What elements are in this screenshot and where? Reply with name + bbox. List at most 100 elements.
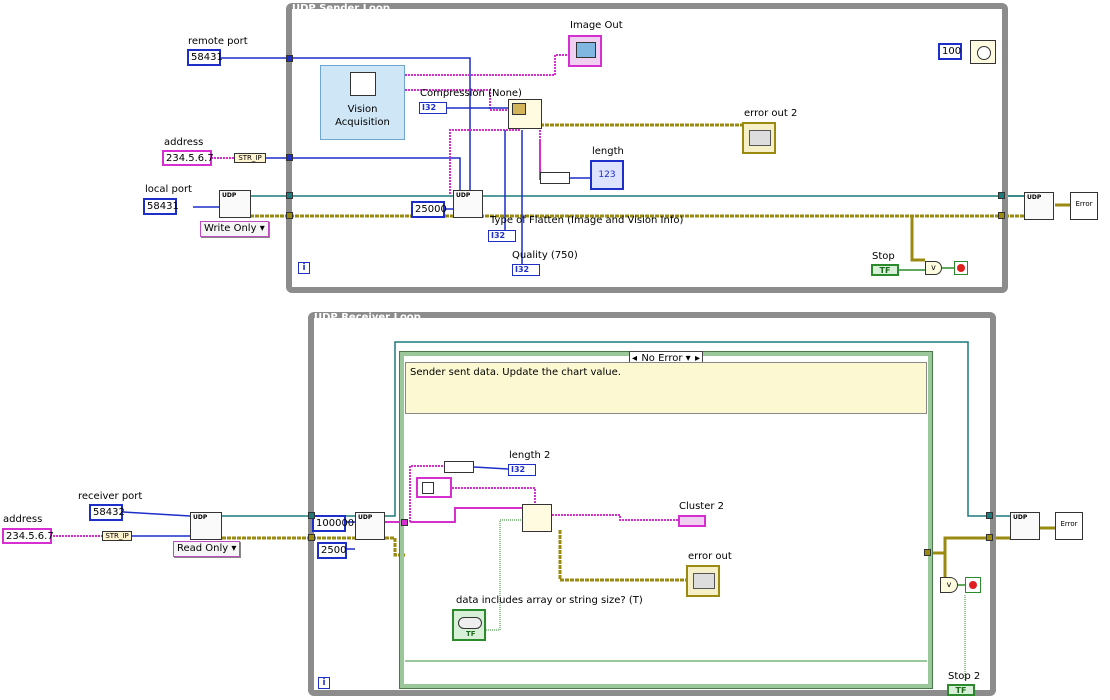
image-out-indicator[interactable] [568,35,602,67]
length2-indicator[interactable]: I32 [508,464,536,476]
receiver-stop-label: Stop 2 [948,671,981,682]
dropdown-arrow-icon: ▾ [231,543,237,554]
case-right-arrow-icon[interactable]: ▸ [694,353,700,364]
type-of-flatten-constant[interactable]: I32 [488,230,516,242]
clock-icon [977,46,991,60]
array-size-tf-text: TF [466,630,476,638]
udp-read-icon: UDP [358,514,373,521]
udp-read-node[interactable]: UDP [355,512,385,540]
sender-str-to-ip-node[interactable]: STR_IP [234,153,266,163]
vision-label-line2: Acquisition [335,117,390,128]
sender-tunnel-error-out [998,212,1005,219]
receiver-or-node[interactable]: v [940,577,958,593]
string-length-node[interactable] [540,172,570,184]
receiver-port-label: receiver port [78,491,143,502]
dropdown-arrow-icon: ▾ [259,223,265,234]
array-size-boolean-control[interactable]: TF [452,609,486,641]
receiver-simple-error-handler[interactable]: Error [1055,512,1083,540]
udp-write-icon: UDP [456,192,471,199]
type-cluster-constant[interactable] [416,477,452,498]
case-comment: Sender sent data. Update the chart value… [405,362,927,414]
sender-error-handler-text: Error [1075,200,1093,208]
receiver-stop-button[interactable]: TF [947,684,975,696]
sender-or-node[interactable]: v [925,261,942,275]
receiver-str-ip-text: STR_IP [105,532,129,540]
sender-loop-title: UDP Sender Loop [292,3,390,14]
length-indicator[interactable]: 123 [590,160,624,190]
write-mode-ring[interactable]: Write Only ▾ [200,221,269,237]
error-out-2-indicator[interactable] [742,122,776,154]
error-out-2-label: error out 2 [744,108,798,119]
cluster2-indicator[interactable] [678,515,706,527]
image-out-label: Image Out [570,20,623,31]
compression-label: Compression (None) [420,88,522,99]
local-port-control[interactable]: 58431 [143,198,179,215]
receiver-error-out-label: error out [688,551,732,562]
flatten-image-node[interactable] [508,99,542,129]
type-of-flatten-label: Type of Flatten (Image and Vision Info) [490,215,684,226]
sender-tunnel-refnum [286,192,293,199]
receiver-loop-condition-terminal [965,577,981,593]
sender-loop-condition-terminal [954,261,968,275]
remote-port-label: remote port [188,36,248,47]
unflatten-from-string-node[interactable] [522,504,552,532]
length2-label: length 2 [509,450,551,461]
sender-address-control[interactable]: 234.5.6.7 [162,150,214,166]
receiver-timeout-constant[interactable]: 2500 [317,542,347,559]
udp-sender-while-loop: UDP Sender Loop [286,3,1008,293]
case-bottom-divider [405,660,927,662]
stop-condition-icon [957,264,965,272]
sender-stop-button[interactable]: TF [871,264,899,276]
case-left-arrow-icon[interactable]: ◂ [632,353,638,364]
receiver-tunnel-error [308,534,315,541]
length-display-text: 123 [598,170,616,180]
sender-simple-error-handler[interactable]: Error [1070,192,1098,220]
sender-timeout-constant[interactable]: 25000 [411,201,447,218]
sender-tunnel-remote-port [286,55,293,62]
receiver-stop-tf-text: TF [955,686,967,695]
quality-constant[interactable]: I32 [512,264,540,276]
case-selector-value: No Error [641,353,683,364]
sender-tunnel-error [286,212,293,219]
sender-str-ip-text: STR_IP [238,154,262,162]
receiver-port-control[interactable]: 58432 [89,504,125,521]
receiver-str-to-ip-node[interactable]: STR_IP [102,531,132,541]
length-label: length [592,146,624,157]
receiver-iteration-terminal: i [318,677,330,689]
sender-tunnel-address [286,154,293,161]
receiver-error-out-indicator[interactable] [686,565,720,597]
read-mode-ring[interactable]: Read Only ▾ [173,541,241,557]
local-port-label: local port [145,184,192,195]
receiver-udp-close-node[interactable]: UDP [1010,512,1040,540]
receiver-loop-title: UDP Receiver Loop [314,312,421,323]
udp-open-multicast-node[interactable]: UDP [219,190,251,218]
udp-write-node[interactable]: UDP [453,190,483,218]
receiver-error-cluster-icon [693,573,715,589]
case-dropdown-icon: ▾ [685,353,691,364]
sender-stop-label: Stop [872,251,895,262]
sender-iteration-terminal: i [298,262,310,274]
sender-tunnel-refnum-out [998,192,1005,199]
udp-open-icon: UDP [222,192,237,199]
receiver-tunnel-error-out [986,534,993,541]
wait-ms-node[interactable] [970,40,996,64]
compression-constant[interactable]: I32 [419,102,447,114]
max-bytes-constant[interactable]: 100000 [312,515,354,532]
case-tunnel-error-out [924,549,931,556]
compression-i32-text: I32 [422,103,437,112]
receiver-address-control[interactable]: 234.5.6.7 [2,528,54,544]
receiver-address-label: address [3,514,43,525]
sender-address-label: address [164,137,204,148]
array-size-label: data includes array or string size? (T) [456,595,643,606]
sender-udp-close-node[interactable]: UDP [1024,192,1054,220]
wait-ms-constant[interactable]: 100 [938,43,962,60]
udp-open-multicast-receiver-node[interactable]: UDP [190,512,222,540]
receiver-string-length-node[interactable] [444,461,474,473]
udp-receiver-while-loop: UDP Receiver Loop [308,312,996,696]
cluster2-label: Cluster 2 [679,501,725,512]
receiver-tunnel-refnum-out [986,512,993,519]
remote-port-control[interactable]: 58431 [187,49,223,66]
quality-label: Quality (750) [512,250,578,261]
vision-label-line1: Vision [347,104,378,115]
vision-acquisition-express-vi[interactable]: Vision Acquisition [320,65,405,140]
